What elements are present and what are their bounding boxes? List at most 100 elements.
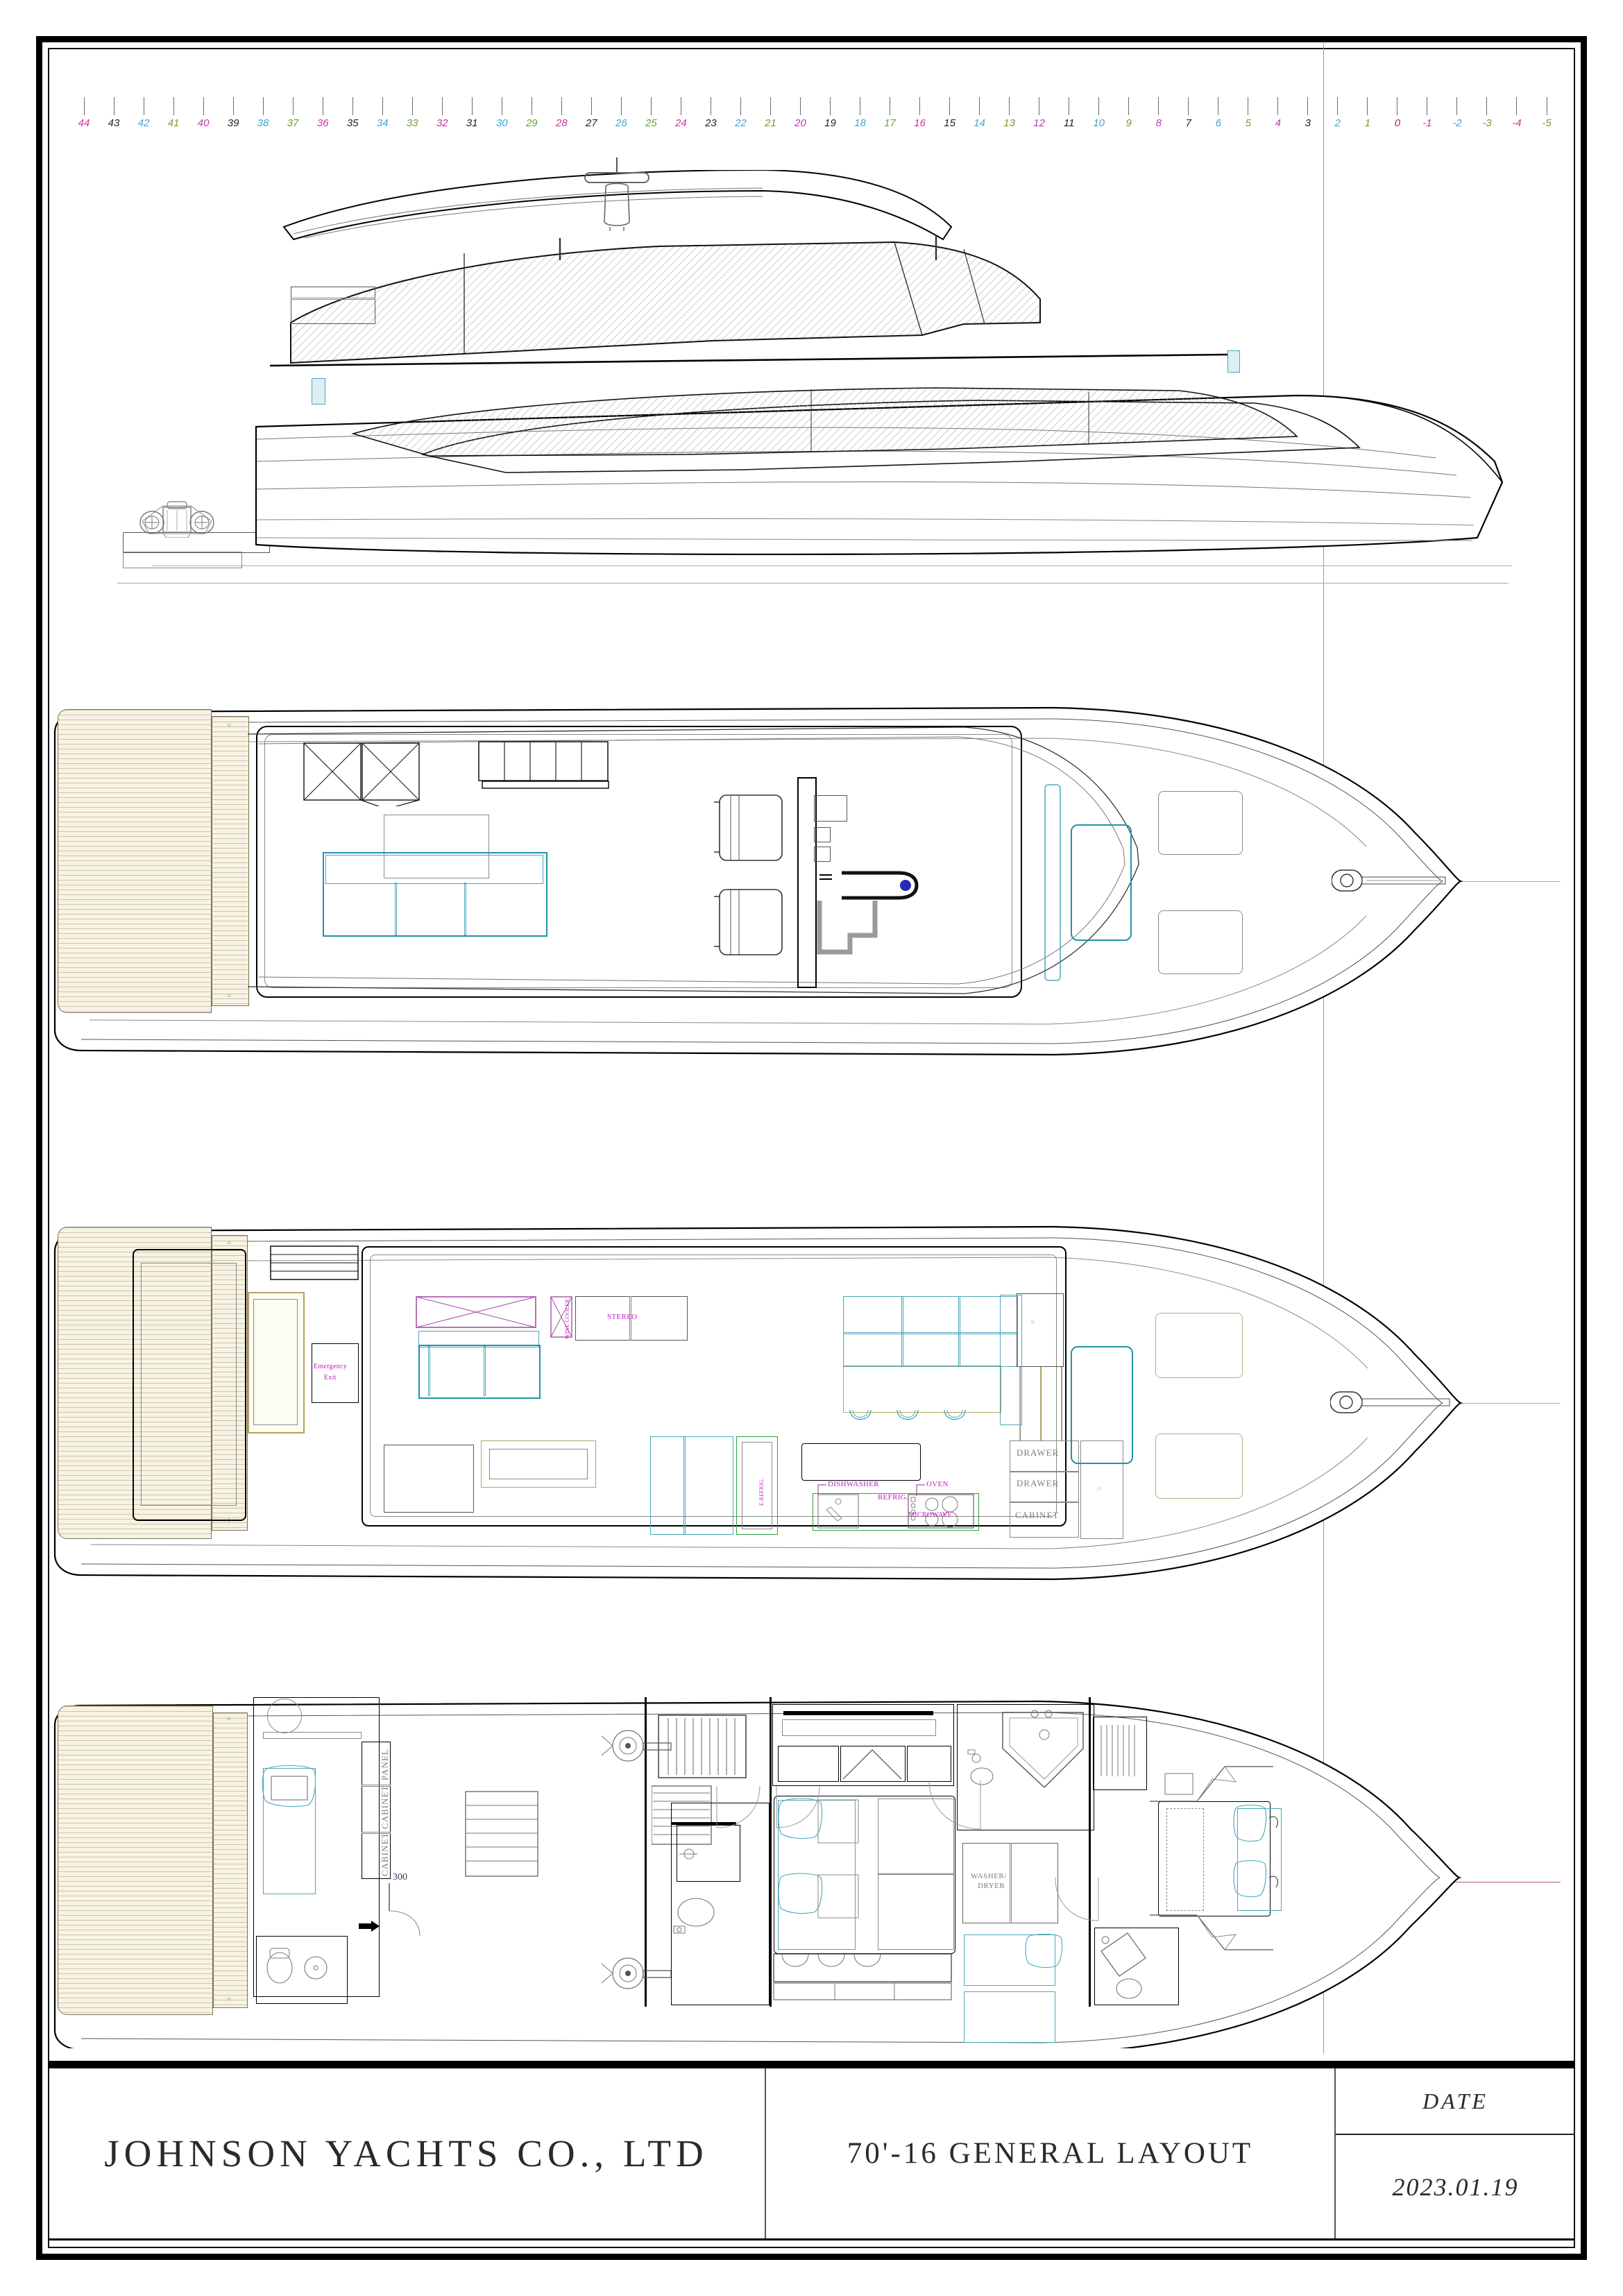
swim-platform-step — [123, 552, 242, 568]
stereo-label: STEREO — [607, 1313, 638, 1321]
station-mark-3: 3 — [1296, 97, 1320, 129]
washer-dryer-divider — [1010, 1843, 1012, 1923]
station-mark-43: 43 — [102, 97, 126, 129]
station-mark--4: -4 — [1505, 97, 1529, 129]
port-guest-locker-hatch-mark — [842, 1749, 902, 1780]
station-mark-40: 40 — [192, 97, 215, 129]
crew-head-outline — [256, 1936, 348, 2004]
station-mark-44: 44 — [72, 97, 96, 129]
station-number: 34 — [376, 117, 389, 129]
station-number: 13 — [1003, 117, 1015, 129]
station-number: 31 — [466, 117, 478, 129]
flybridge-rail-mid — [291, 298, 375, 300]
station-tick — [471, 97, 473, 115]
vip-forward-seat-stbd — [1150, 1914, 1273, 1950]
cabinet-label: CABINET — [1015, 1510, 1060, 1520]
station-number: 29 — [525, 117, 538, 129]
saloon-coffee-table — [481, 1440, 596, 1488]
station-tick — [173, 97, 174, 115]
vip-forward-seat-port — [1150, 1766, 1273, 1802]
crew-berth — [263, 1768, 316, 1894]
station-number: 19 — [824, 117, 836, 129]
station-tick — [620, 97, 622, 115]
tall-cabinet — [1017, 1293, 1064, 1367]
station-tick — [1128, 97, 1130, 115]
station-tick — [1337, 97, 1339, 115]
drawer-unit-2 — [1010, 1471, 1079, 1503]
station-number: -3 — [1482, 117, 1492, 129]
station-number: 39 — [227, 117, 239, 129]
station-mark-15: 15 — [938, 97, 962, 129]
date-label-cell: DATE — [1336, 2068, 1575, 2135]
master-head-outline — [671, 1803, 770, 2005]
station-mark-39: 39 — [221, 97, 245, 129]
station-mark-38: 38 — [251, 97, 275, 129]
master-bed-half-2 — [878, 1873, 954, 1950]
company-name-cell: JOHNSON YACHTS CO., LTD — [48, 2068, 766, 2238]
station-mark-41: 41 — [162, 97, 185, 129]
master-head-vanity — [677, 1825, 740, 1882]
station-mark-16: 16 — [908, 97, 932, 129]
station-mark-21: 21 — [758, 97, 782, 129]
aft-cleat-mark-port: ○ — [227, 722, 232, 729]
station-number: 7 — [1185, 117, 1191, 129]
station-mark-5: 5 — [1237, 97, 1260, 129]
station-number: 8 — [1155, 117, 1162, 129]
vip-berth-insert — [1166, 1808, 1204, 1911]
station-number: 32 — [436, 117, 448, 129]
station-mark-12: 12 — [1028, 97, 1051, 129]
washer-dryer-label-line1: WASHER/ — [971, 1872, 1007, 1880]
flybridge-helm-console — [797, 777, 817, 988]
vip-bulkhead — [1089, 1697, 1091, 2007]
cabinet-label-2: CABINET — [380, 1832, 390, 1876]
station-mark-6: 6 — [1207, 97, 1230, 129]
station-tick — [799, 97, 801, 115]
crew-panel-cabinet-stack — [362, 1742, 391, 1879]
flybridge-helm-seats — [714, 794, 783, 955]
crew-shelf — [263, 1732, 362, 1739]
flybridge-settee — [323, 852, 547, 937]
steering-wheel-icon — [842, 871, 919, 900]
crew-hatch-circle — [267, 1699, 302, 1733]
stbd-cabin-door-swing — [928, 1780, 981, 1830]
flybridge-forward-coaming — [1044, 784, 1061, 981]
station-mark-36: 36 — [311, 97, 334, 129]
aft-teak-walkway — [212, 716, 249, 1006]
station-number: 25 — [645, 117, 657, 129]
stbd-head-outline — [957, 1704, 1094, 1830]
station-mark-26: 26 — [609, 97, 633, 129]
station-mark-17: 17 — [878, 97, 902, 129]
galley-bar-counter — [843, 1366, 1001, 1413]
station-mark-13: 13 — [998, 97, 1021, 129]
station-number: -5 — [1542, 117, 1552, 129]
station-number: 28 — [555, 117, 568, 129]
propulsion-drive-stbd — [601, 1957, 672, 1989]
e-refrigerator-label: E.REFRIG. — [758, 1477, 765, 1506]
station-number: -4 — [1512, 117, 1522, 129]
station-tick — [441, 97, 443, 115]
station-tick — [262, 97, 264, 115]
station-tick — [590, 97, 592, 115]
date-cell: DATE 2023.01.19 — [1336, 2068, 1575, 2238]
port-guest-cabinet-run — [772, 1704, 954, 1786]
engine-room-bulkhead — [645, 1697, 647, 2007]
main-deck-anchor-windlass — [1330, 1391, 1450, 1413]
view-main-deck-plan: Emergency Exit WINE COOLER — [48, 1180, 1575, 1610]
lower-deck-teak-walkway — [213, 1712, 248, 2008]
foredeck-hatch-port — [1158, 791, 1243, 855]
galley-trim-line-3 — [1061, 1367, 1062, 1441]
station-number: 22 — [735, 117, 747, 129]
helm-switch-panel-2 — [814, 847, 831, 862]
station-mark-8: 8 — [1147, 97, 1171, 129]
station-number: 15 — [944, 117, 955, 129]
station-tick — [1486, 97, 1488, 115]
station-number: 5 — [1245, 117, 1251, 129]
station-mark-42: 42 — [132, 97, 155, 129]
galley-island-counter — [801, 1443, 921, 1481]
personal-watercraft-icon — [139, 501, 214, 538]
saloon-stbd-seat — [384, 1445, 474, 1513]
station-number: 1 — [1364, 117, 1371, 129]
main-foredeck-hatch-port — [1155, 1313, 1243, 1378]
station-mark-10: 10 — [1087, 97, 1111, 129]
title-block-body: JOHNSON YACHTS CO., LTD 70'-16 GENERAL L… — [48, 2068, 1575, 2240]
